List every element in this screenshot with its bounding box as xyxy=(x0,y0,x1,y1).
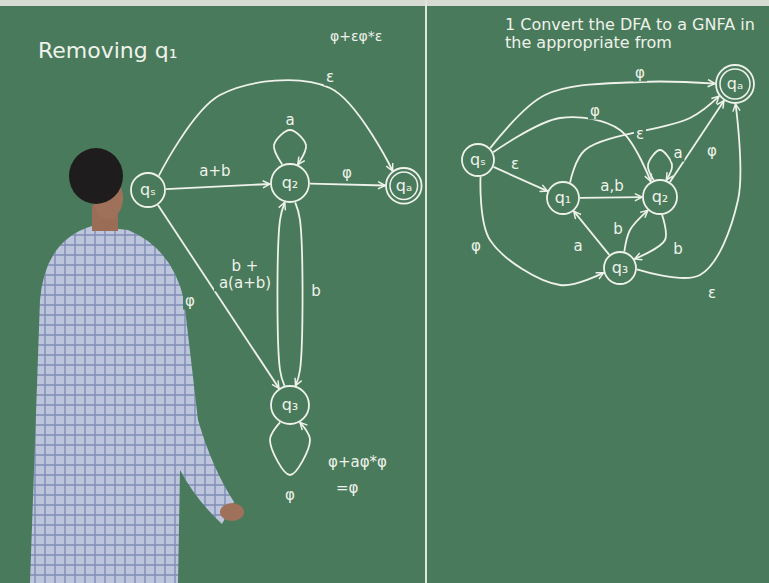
transition-label-holder: ε xyxy=(509,154,521,173)
transition-label-holder: φ xyxy=(705,141,719,160)
transition-arrow xyxy=(295,202,302,385)
state-circle: qₛ xyxy=(461,143,495,177)
transition-arrow xyxy=(310,184,385,186)
transition-label: ε xyxy=(634,126,646,143)
transition-label: b xyxy=(309,283,323,300)
board-note: =φ xyxy=(336,480,358,497)
state-name: q₂ xyxy=(282,174,299,192)
transition-label: b + a(a+b) xyxy=(214,258,276,291)
transition-label-holder: φ xyxy=(283,485,297,504)
transition-arrow xyxy=(570,96,719,182)
transition-arrow xyxy=(580,196,642,198)
transition-label: a xyxy=(571,238,584,255)
state-circle: qₐ xyxy=(715,64,755,104)
transition-label-holder: b xyxy=(309,281,323,300)
board-divider xyxy=(425,0,427,583)
transition-label-holder: ε xyxy=(324,67,336,86)
transition-label-holder: φ xyxy=(183,291,197,310)
transition-arrow xyxy=(166,184,270,189)
state-name: q₃ xyxy=(282,396,299,414)
transition-label: φ xyxy=(705,143,719,160)
state-name: q₂ xyxy=(652,188,669,206)
lecturer-figure xyxy=(30,148,244,583)
transition-label: φ xyxy=(340,165,354,182)
transition-arrow xyxy=(270,422,310,475)
transition-label-holder: a,b xyxy=(598,176,625,195)
transition-label: a,b xyxy=(598,178,625,195)
state-name: qₐ xyxy=(727,75,743,93)
state-name: q₃ xyxy=(612,259,629,277)
transition-label: a+b xyxy=(197,163,232,180)
transition-label-holder: ε xyxy=(634,124,646,143)
transition-arrow xyxy=(274,130,306,165)
state-circle: q₃ xyxy=(270,385,310,425)
transition-label: a xyxy=(283,112,296,129)
transition-label: b xyxy=(611,221,625,238)
transition-label-holder: a+b xyxy=(197,161,232,180)
transition-arrow xyxy=(624,210,648,251)
state-name: qₛ xyxy=(140,181,156,199)
transition-label: ε xyxy=(706,285,718,302)
state-name: q₁ xyxy=(555,189,572,207)
transition-arrow xyxy=(490,82,715,149)
board-note-holder: 1 Convert the DFA to a GNFA in the appro… xyxy=(505,16,755,53)
transition-arrow xyxy=(277,202,284,385)
board-note: 1 Convert the DFA to a GNFA in the appro… xyxy=(505,16,755,53)
board-note: Removing q₁ xyxy=(38,38,178,63)
transition-label-holder: b xyxy=(671,239,685,258)
transition-arrow xyxy=(648,150,672,180)
board-note-holder: φ+εφ*ε xyxy=(330,26,382,45)
transition-label: ε xyxy=(509,156,521,173)
transition-label: φ xyxy=(588,103,602,120)
board-note: φ+aφ*φ xyxy=(328,454,387,471)
transition-label-holder: φ xyxy=(340,163,354,182)
transition-label: φ xyxy=(633,65,647,82)
transition-arrow xyxy=(159,80,393,175)
transition-arrow xyxy=(670,101,724,182)
board-frame xyxy=(0,0,769,6)
state-circle: qₛ xyxy=(130,172,166,208)
transition-arrow xyxy=(637,104,740,278)
transition-label-holder: φ xyxy=(633,63,647,82)
state-circle: q₂ xyxy=(270,163,310,203)
state-name: qₐ xyxy=(396,177,412,195)
transition-label-holder: a xyxy=(671,143,684,162)
board-note: φ+εφ*ε xyxy=(330,28,382,44)
transition-arrow xyxy=(158,205,279,388)
state-circle: qₐ xyxy=(385,167,423,205)
transition-label: φ xyxy=(469,238,483,255)
transition-label-holder: ε xyxy=(706,283,718,302)
board-note-holder: =φ xyxy=(336,478,358,497)
state-circle: q₁ xyxy=(546,181,580,215)
transition-label-holder: φ xyxy=(469,236,483,255)
transition-label-holder: b + a(a+b) xyxy=(214,258,276,292)
transition-label-holder: b xyxy=(611,219,625,238)
state-circle: q₃ xyxy=(603,251,637,285)
transition-label-holder: a xyxy=(571,236,584,255)
transition-arrow xyxy=(634,215,666,259)
transition-label: b xyxy=(671,241,685,258)
transition-arrow xyxy=(480,177,603,285)
transition-label-holder: a xyxy=(283,110,296,129)
transition-label: φ xyxy=(283,487,297,504)
state-circle: q₂ xyxy=(642,179,678,215)
transition-label: ε xyxy=(324,69,336,86)
transition-label-holder: φ xyxy=(588,101,602,120)
transition-label: φ xyxy=(183,293,197,310)
board-note-holder: Removing q₁ xyxy=(38,38,178,63)
transition-label: a xyxy=(671,145,684,162)
state-name: qₛ xyxy=(470,151,486,169)
board-note-holder: φ+aφ*φ xyxy=(328,452,387,471)
